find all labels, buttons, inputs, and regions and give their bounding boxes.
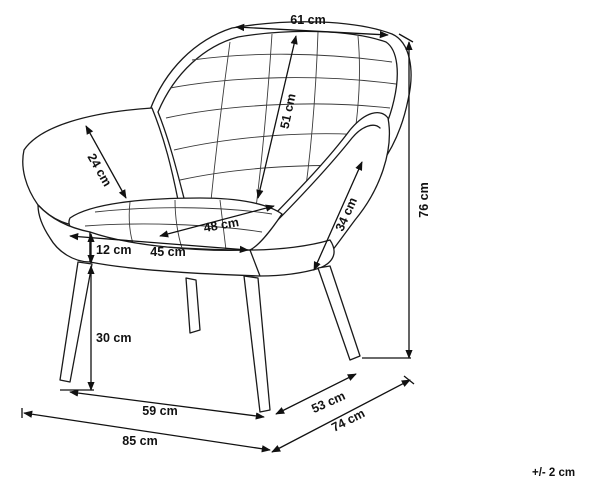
front-left-leg [59, 261, 93, 383]
label-53: 53 cm [309, 389, 347, 416]
dim-total-width: 85 cm [21, 408, 271, 453]
front-right-leg [243, 275, 271, 413]
right-back-leg [317, 265, 361, 361]
dim-seat-width: 45 cm [69, 233, 249, 259]
dim-cushion-thickness: 12 cm [87, 233, 131, 264]
label-48: 48 cm [203, 215, 240, 235]
label-76: 76 cm [417, 182, 431, 217]
dim-seat-depth: 48 cm [159, 204, 275, 238]
dim-legs-side: 53 cm [275, 373, 357, 416]
right-armrest-inner [261, 124, 381, 237]
label-85: 85 cm [122, 434, 157, 448]
dim-total-depth: 74 cm [271, 375, 415, 453]
label-30: 30 cm [96, 331, 131, 345]
label-45: 45 cm [150, 245, 185, 259]
dim-seat-back-width: 61 cm [235, 13, 389, 39]
label-74: 74 cm [329, 406, 367, 435]
rear-leg [185, 277, 201, 334]
label-59: 59 cm [142, 404, 177, 418]
dim-total-height: 76 cm [362, 33, 431, 359]
dim-legs-front: 59 cm [69, 389, 265, 420]
label-61: 61 cm [290, 13, 325, 27]
tolerance-note: +/- 2 cm [532, 467, 575, 479]
label-12: 12 cm [96, 243, 131, 257]
